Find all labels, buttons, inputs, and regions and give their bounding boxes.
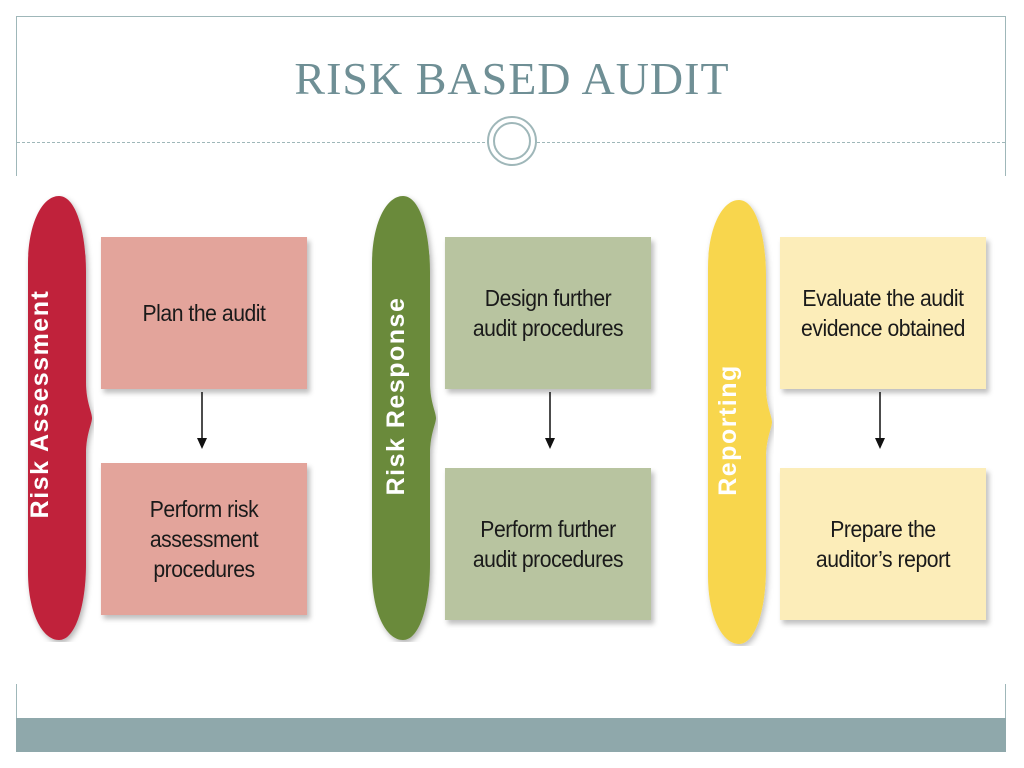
stage-pill-risk-response <box>372 196 436 640</box>
slide-frame-bottom <box>16 684 1006 718</box>
stage-label-risk-response: Risk Response <box>382 296 410 496</box>
stage-label-risk-assessment: Risk Assessment <box>26 289 54 519</box>
pill-shape <box>372 196 436 640</box>
audit-process-diagram: Risk Assessment Plan the audit Perform r… <box>0 190 1024 660</box>
stage-label-reporting: Reporting <box>714 364 742 496</box>
step-perform-risk-assessment: Perform risk assessment procedures <box>100 463 308 615</box>
circle-ornament-icon <box>487 116 537 166</box>
pill-shape <box>28 196 92 640</box>
step-evaluate-audit-evidence: Evaluate the audit evidence obtained <box>779 237 987 389</box>
slide-frame-top <box>16 16 1006 176</box>
step-design-further-procedures: Design further audit procedures <box>444 237 652 389</box>
arrow-down-icon <box>197 392 207 449</box>
pill-shape <box>708 200 772 644</box>
step-prepare-auditor-report: Prepare the auditor’s report <box>779 468 987 620</box>
step-perform-further-procedures: Perform further audit procedures <box>444 468 652 620</box>
arrow-down-icon <box>875 392 885 449</box>
step-plan-the-audit: Plan the audit <box>100 237 308 389</box>
slide-title: RISK BASED AUDIT <box>294 53 730 104</box>
arrow-down-icon <box>545 392 555 449</box>
footer-bar <box>16 718 1006 752</box>
stage-pill-reporting <box>708 200 772 644</box>
stage-pill-risk-assessment <box>28 196 92 640</box>
